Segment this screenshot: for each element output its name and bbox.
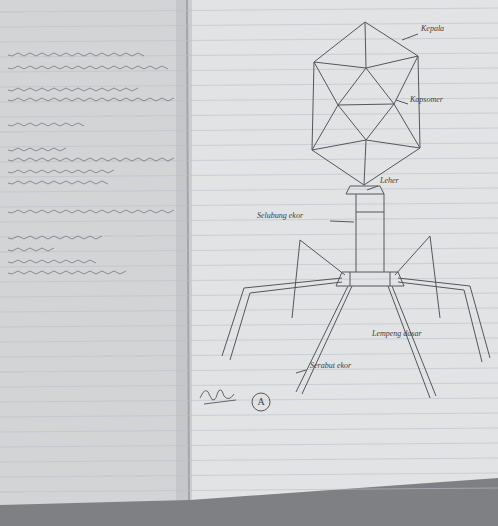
part-label: Selubung ekor (257, 212, 303, 220)
part-label: Kepala (421, 25, 444, 33)
part-label: Kapsomer (410, 96, 443, 104)
part-label: Serabut ekor (310, 362, 351, 370)
part-label: Leher (380, 177, 399, 185)
part-label: Lempeng dasar (372, 330, 422, 338)
circled-grade: A (257, 397, 264, 407)
